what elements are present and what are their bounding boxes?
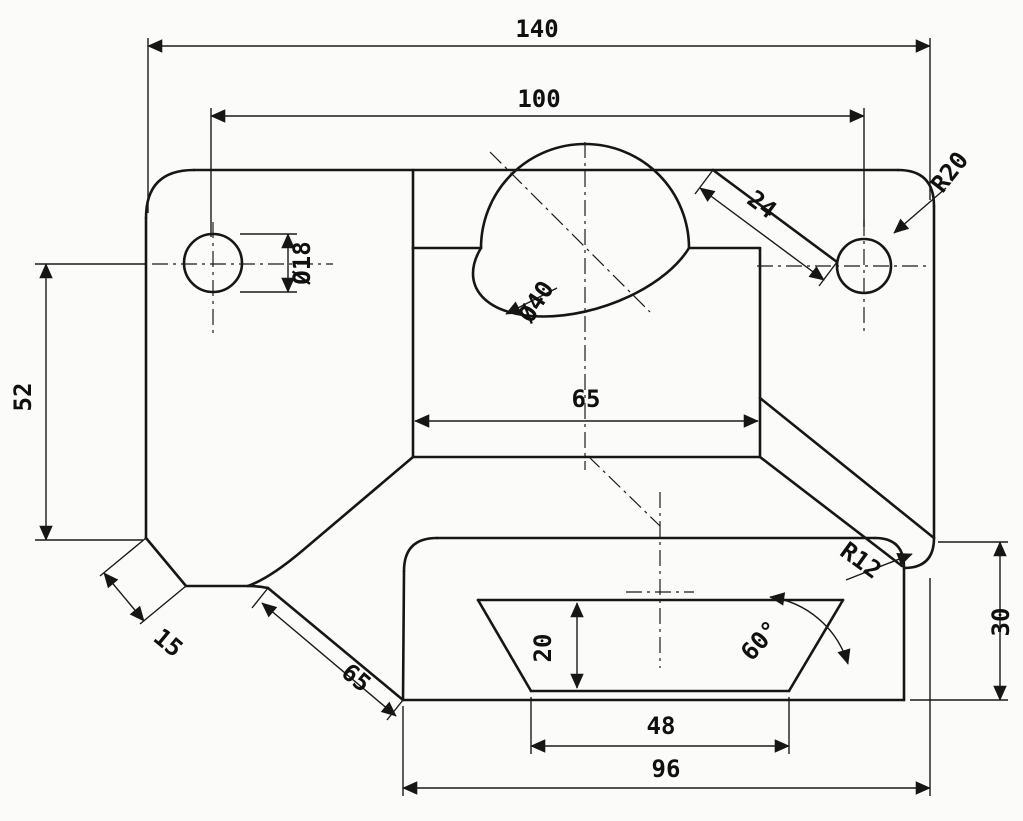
dim-20-label: 20 (529, 634, 557, 663)
notch-top-ellipse (471, 246, 691, 318)
step-right-diagonal-upper (758, 396, 936, 540)
ext-line-15-b (139, 585, 187, 625)
front-face-left-edge (401, 569, 406, 702)
edge-corner-top-right (896, 168, 936, 208)
edge-corner-top-left (144, 168, 196, 220)
edge-corner-r12 (902, 536, 936, 570)
dim-line-65-slope (261, 602, 397, 717)
leader-r12 (845, 552, 913, 581)
ext-line-24-b (818, 261, 838, 287)
dim-65-face-label: 65 (572, 385, 601, 413)
dim-140-label: 140 (515, 15, 558, 43)
dim-100-label: 100 (517, 85, 560, 113)
dim-arc-60 (769, 592, 851, 665)
edge-thickness-left (144, 536, 188, 588)
part-outline (144, 168, 936, 702)
front-face-corner-left (402, 536, 439, 573)
leader-d40 (505, 287, 558, 315)
dim-line-15 (103, 572, 145, 622)
dim-52-label: 52 (9, 383, 37, 412)
notch-centerline-diagonal (489, 151, 651, 313)
dimension-lines (35, 38, 1008, 796)
leader-r20 (893, 187, 947, 234)
dim-line-24 (699, 187, 825, 281)
slot-left-slant (476, 598, 533, 693)
dim-48-label: 48 (647, 712, 676, 740)
lower-block (246, 396, 936, 702)
dim-d18-label: Ø18 (288, 241, 316, 285)
ext-line-65s-b (386, 699, 404, 721)
step-left-blend (246, 549, 304, 588)
ext-line-24-a (694, 169, 714, 195)
ext-line-65s-a (251, 587, 269, 609)
step-right-diagonal-lower (758, 455, 904, 568)
dim-96-label: 96 (652, 755, 681, 783)
ext-line-15-a (99, 537, 147, 577)
dim-30-label: 30 (987, 608, 1015, 637)
step-left-diagonal (300, 455, 415, 553)
slot-centerline-diagonal (587, 455, 661, 527)
